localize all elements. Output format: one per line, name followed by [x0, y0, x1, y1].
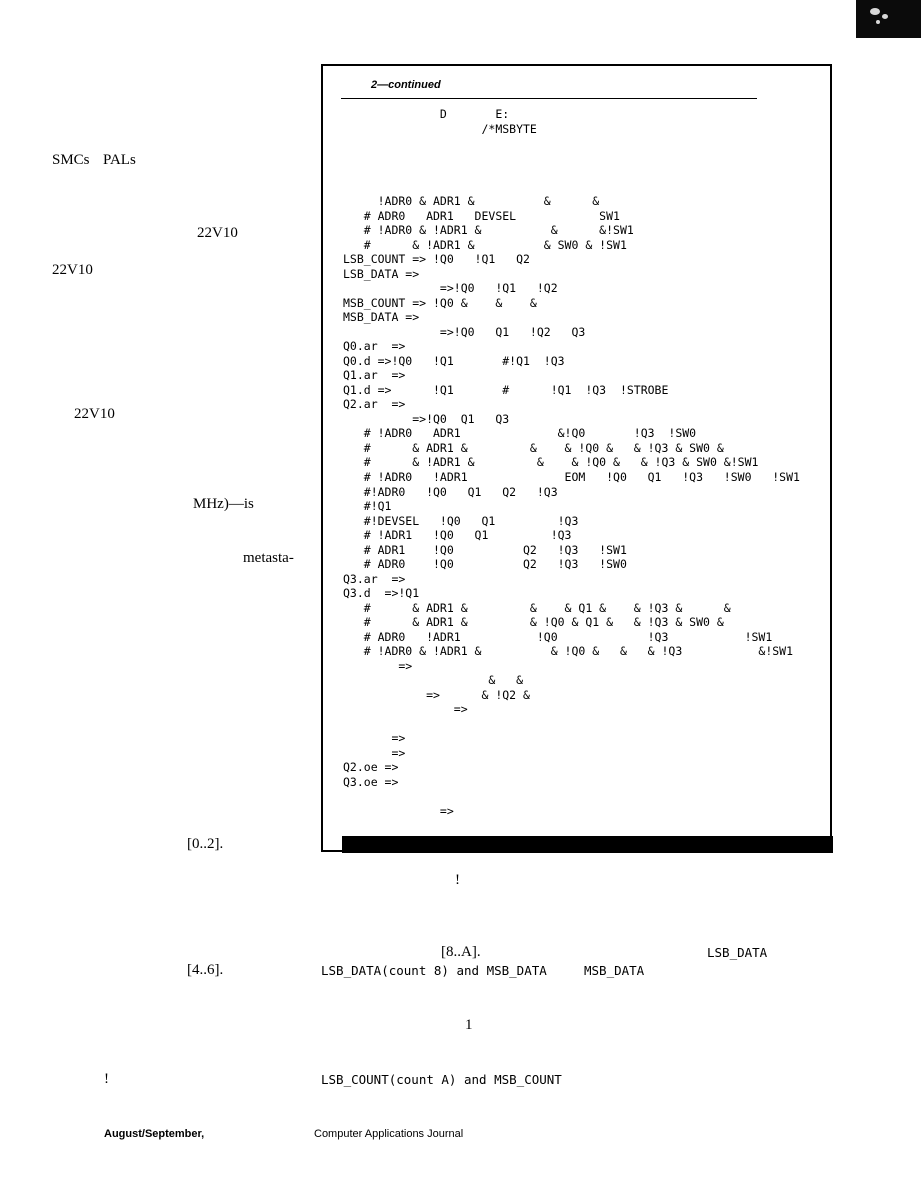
- code-line: /*MSBYTE: [343, 121, 537, 136]
- code-line: # !ADR0 !ADR1 EOM !Q0 Q1 !Q3 !SW0 !SW1: [343, 470, 800, 484]
- body-bang-1: !: [455, 872, 460, 888]
- code-line: # & !ADR1 & & SW0 & !SW1: [343, 237, 627, 252]
- code-line: =>: [343, 658, 413, 673]
- code-line: D E:: [343, 107, 510, 121]
- code-line: # ADR1 !Q0 Q2 !Q3 !SW1: [343, 542, 627, 557]
- code-line: =>: [343, 803, 454, 818]
- code-line: Q0.ar =>: [343, 339, 406, 354]
- left-text-metasta: metasta-: [243, 550, 294, 566]
- code-line: # !ADR1 !Q0 Q1 !Q3: [343, 528, 572, 543]
- code-line: # & !ADR1 & & & !Q0 & & !Q3 & SW0 &!SW1: [343, 455, 759, 470]
- code-line: Q2.ar =>: [343, 397, 406, 412]
- left-text-22v10-b: 22V10: [52, 262, 93, 278]
- code-line: # ADR0 !Q0 Q2 !Q3 !SW0: [343, 557, 627, 572]
- listing-title: 2—continued: [371, 79, 441, 91]
- code-listing: D E: /*MSBYTE !ADR0 & ADR1 & & & # ADR0 …: [343, 107, 828, 832]
- left-text-smcs: SMCs: [52, 152, 90, 168]
- body-lsb-data: LSB_DATA: [707, 945, 768, 960]
- listing-footer-bar: [342, 836, 833, 853]
- body-range-46: [4..6].: [187, 962, 224, 978]
- code-line: LSB_COUNT => !Q0 !Q1 Q2: [343, 252, 530, 267]
- code-line: #!DEVSEL !Q0 Q1 !Q3: [343, 513, 579, 528]
- code-line: MSB_COUNT => !Q0 & & &: [343, 295, 537, 310]
- code-line: # !ADR0 & !ADR1 & & &!SW1: [343, 223, 634, 238]
- body-msb-data: MSB_DATA: [584, 963, 645, 978]
- code-line: Q1.d => !Q1 # !Q1 !Q3 !STROBE: [343, 382, 669, 397]
- code-line: # ADR0 !ADR1 !Q0 !Q3 !SW1: [343, 629, 773, 644]
- code-line: # & ADR1 & & & Q1 & & !Q3 & &: [343, 600, 731, 615]
- code-line: #!Q1: [343, 499, 392, 514]
- code-line: Q3.d =>!Q1: [343, 586, 420, 601]
- code-line: =>!Q0 !Q1 !Q2: [343, 281, 558, 296]
- body-range-8a: [8..A].: [441, 944, 481, 960]
- code-line: => & !Q2 &: [343, 687, 530, 702]
- code-line: LSB_DATA =>: [343, 266, 420, 281]
- code-line: # ADR0 ADR1 DEVSEL SW1: [343, 208, 620, 223]
- left-text-22v10-c: 22V10: [74, 406, 115, 422]
- code-line: !ADR0 & ADR1 & & &: [343, 194, 600, 209]
- left-text-mhz: MHz)—is: [193, 496, 254, 512]
- left-text-22v10-a: 22V10: [197, 225, 238, 241]
- code-line: Q3.oe =>: [343, 774, 399, 789]
- footer-journal: Computer Applications Journal: [314, 1128, 464, 1140]
- code-line: #!ADR0 !Q0 Q1 Q2 !Q3: [343, 484, 558, 499]
- code-line: & &: [343, 673, 524, 688]
- code-line: Q2.oe =>: [343, 760, 399, 775]
- code-line: Q3.ar =>: [343, 571, 406, 586]
- corner-print-mark: [856, 0, 921, 38]
- code-line: # !ADR0 ADR1 &!Q0 !Q3 !SW0: [343, 426, 697, 441]
- code-line: =>!Q0 Q1 Q3: [343, 411, 510, 426]
- code-line: =>: [343, 745, 406, 760]
- code-line: Q1.ar =>: [343, 368, 406, 383]
- listing-title-rule: [341, 98, 757, 99]
- left-text-pals: PALs: [103, 152, 136, 168]
- body-lsb-data-count: LSB_DATA(count 8) and MSB_DATA: [321, 963, 547, 978]
- body-lsb-count: LSB_COUNT(count A) and MSB_COUNT: [321, 1072, 562, 1087]
- left-column: SMCs PALs 22V10 22V10 22V10 MHz)—is meta…: [0, 0, 320, 1190]
- left-text-range: [0..2].: [187, 836, 224, 852]
- code-line: Q0.d =>!Q0 !Q1 #!Q1 !Q3: [343, 353, 565, 368]
- code-line: =>!Q0 Q1 !Q2 Q3: [343, 324, 586, 339]
- code-line: MSB_DATA =>: [343, 310, 420, 325]
- code-line: =>: [343, 702, 468, 717]
- code-line: # & ADR1 & & & !Q0 & & !Q3 & SW0 &: [343, 440, 724, 455]
- code-line: =>: [343, 731, 406, 746]
- code-line: # & ADR1 & & !Q0 & Q1 & & !Q3 & SW0 &: [343, 615, 724, 630]
- code-line: # !ADR0 & !ADR1 & & !Q0 & & & !Q3 &!SW1: [343, 644, 794, 659]
- body-bang-2: !: [104, 1071, 109, 1087]
- body-one: 1: [465, 1017, 473, 1033]
- footer-date: August/September,: [104, 1128, 205, 1140]
